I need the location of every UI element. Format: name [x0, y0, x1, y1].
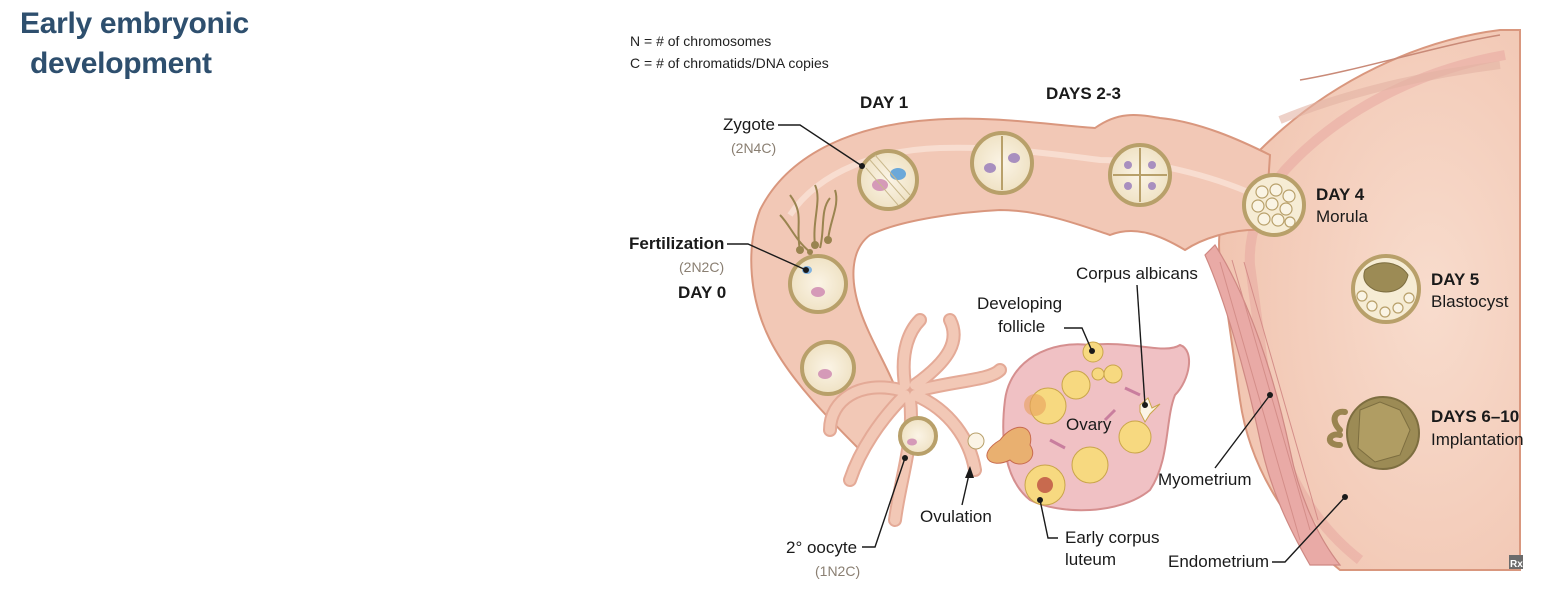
label-follicle: follicle [998, 317, 1045, 336]
label-days610: DAYS 6–10 [1431, 407, 1519, 426]
implantation-cell [1326, 396, 1420, 470]
label-endometrium: Endometrium [1168, 552, 1269, 571]
label-early-corpus: Early corpus [1065, 528, 1159, 547]
label-fertilization: Fertilization [629, 234, 724, 253]
page-title: Early embryonic development [20, 4, 249, 84]
zygote-cell [857, 149, 919, 211]
legend-n: N = # of chromosomes [630, 33, 772, 49]
fertilized-cell-lower [800, 340, 856, 396]
label-developing: Developing [977, 294, 1062, 313]
legend-c: C = # of chromatids/DNA copies [630, 55, 829, 71]
label-implantation: Implantation [1431, 430, 1524, 449]
label-oocyte: 2° oocyte [786, 538, 857, 557]
label-days23: DAYS 2-3 [1046, 84, 1121, 103]
label-corpus-albicans: Corpus albicans [1076, 264, 1198, 283]
rx-logo: Rx [1509, 555, 1523, 570]
oocyte-cell [898, 416, 938, 456]
label-day0: DAY 0 [678, 283, 726, 302]
label-day1: DAY 1 [860, 93, 908, 112]
label-day4: DAY 4 [1316, 185, 1365, 204]
label-blastocyst: Blastocyst [1431, 292, 1509, 311]
label-oocyte-sub: (1N2C) [815, 563, 860, 579]
morula-cell [1242, 173, 1306, 237]
label-myometrium: Myometrium [1158, 470, 1252, 489]
four-cell [1108, 143, 1172, 207]
chromosome-legend: N = # of chromosomes C = # of chromatids… [630, 30, 829, 74]
leader-lines [727, 124, 1348, 563]
label-luteum: luteum [1065, 550, 1116, 569]
label-ovulation: Ovulation [920, 507, 992, 526]
label-fertilization-sub: (2N2C) [679, 259, 724, 275]
label-day5: DAY 5 [1431, 270, 1479, 289]
label-ovary: Ovary [1066, 415, 1112, 434]
label-morula: Morula [1316, 207, 1369, 226]
title-line-2: development [30, 47, 212, 80]
title-line-1: Early embryonic [20, 7, 249, 40]
myometrium-band [1204, 244, 1342, 566]
two-cell [970, 131, 1034, 195]
blastocyst-cell [1351, 254, 1421, 324]
rx-logo-text: Rx [1510, 559, 1523, 570]
label-zygote-sub: (2N4C) [731, 140, 776, 156]
label-zygote: Zygote [723, 115, 775, 134]
ovary [967, 341, 1191, 512]
